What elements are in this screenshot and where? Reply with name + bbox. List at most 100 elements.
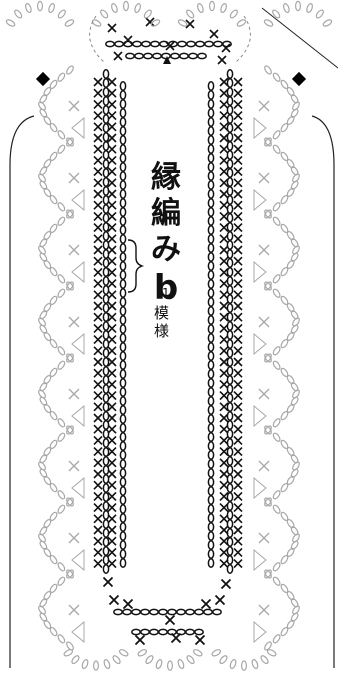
chain-stitch xyxy=(236,19,247,27)
chain-stitch xyxy=(66,65,74,75)
chain-stitch xyxy=(118,649,129,657)
chain-stitch xyxy=(66,137,74,147)
chain-stitch xyxy=(226,348,234,358)
start-marker-icon xyxy=(163,56,171,64)
chain-stitch xyxy=(102,222,110,232)
chain-stitch xyxy=(66,353,74,363)
chain-stitch xyxy=(119,117,127,127)
chain-stitch xyxy=(119,351,127,361)
chain-stitch xyxy=(194,628,204,636)
single-crochet-x xyxy=(93,77,103,87)
chain-stitch xyxy=(220,3,227,14)
chain-stitch xyxy=(207,261,215,271)
chain-stitch xyxy=(66,425,74,435)
chain-stitch xyxy=(57,72,66,82)
single-crochet-x xyxy=(233,256,243,266)
single-crochet-x xyxy=(93,536,103,546)
chain-stitch xyxy=(207,558,215,568)
single-crochet-x xyxy=(219,200,229,210)
chain-stitch xyxy=(251,659,259,670)
single-crochet-x xyxy=(93,503,103,513)
chain-stitch xyxy=(226,195,234,205)
single-crochet-x xyxy=(233,335,243,345)
chain-stitch xyxy=(39,612,48,622)
single-crochet-x xyxy=(107,23,117,33)
chain-stitch xyxy=(272,216,281,226)
single-crochet-x xyxy=(258,172,270,184)
diamond-marker-left-icon xyxy=(35,71,51,87)
chain-stitch xyxy=(119,315,127,325)
single-crochet-x xyxy=(233,368,243,378)
chain-stitch xyxy=(170,52,180,60)
single-crochet-x xyxy=(93,279,103,289)
chain-stitch xyxy=(272,432,281,442)
chain-stitch xyxy=(119,306,127,316)
single-crochet-x xyxy=(233,357,243,367)
chain-stitch xyxy=(102,501,110,511)
single-crochet-x xyxy=(194,634,206,646)
chain-stitch xyxy=(119,558,127,568)
single-crochet-x xyxy=(93,346,103,356)
chain-stitch xyxy=(119,378,127,388)
single-crochet-x xyxy=(123,35,133,45)
chain-stitch xyxy=(207,171,215,181)
chain-stitch xyxy=(226,231,234,241)
chain-stitch xyxy=(102,87,110,97)
chain-stitch xyxy=(49,554,58,565)
single-crochet-x xyxy=(107,335,117,345)
chain-stitch xyxy=(140,608,150,616)
chain-stitch xyxy=(207,270,215,280)
chain-stitch xyxy=(119,234,127,244)
single-crochet-x xyxy=(93,267,103,277)
single-crochet-x xyxy=(233,323,243,333)
chain-stitch xyxy=(226,330,234,340)
single-crochet-x xyxy=(233,379,243,389)
repeat-count: 1 xyxy=(162,286,170,300)
chain-stitch xyxy=(119,297,127,307)
chain-stitch xyxy=(280,554,289,565)
chain-stitch xyxy=(39,540,48,550)
single-crochet-x xyxy=(107,88,117,98)
chain-stitch xyxy=(290,468,299,478)
chain-stitch xyxy=(185,628,195,636)
single-crochet-x xyxy=(233,525,243,535)
chain-stitch xyxy=(14,9,23,19)
chain-stitch xyxy=(226,483,234,493)
chain-stitch xyxy=(207,513,215,523)
single-crochet-x xyxy=(107,211,117,221)
chain-stitch xyxy=(290,180,299,190)
chain-stitch xyxy=(207,180,215,190)
single-crochet-x xyxy=(93,133,103,143)
single-crochet-x xyxy=(93,391,103,401)
single-crochet-x xyxy=(219,178,229,188)
single-crochet-x xyxy=(233,312,243,322)
single-crochet-x xyxy=(93,99,103,109)
chain-stitch xyxy=(134,3,141,14)
chain-stitch xyxy=(203,608,213,616)
chain-stitch xyxy=(57,202,66,212)
single-crochet-x xyxy=(93,256,103,266)
chain-stitch xyxy=(192,649,203,657)
chain-stitch xyxy=(226,123,234,133)
chain-stitch xyxy=(226,465,234,475)
chain-stitch xyxy=(197,3,204,14)
chain-stitch xyxy=(102,249,110,259)
chain-stitch xyxy=(119,270,127,280)
chain-stitch xyxy=(119,279,127,289)
fan-stitch xyxy=(71,620,85,644)
chain-stitch xyxy=(204,40,214,48)
single-crochet-x xyxy=(219,469,229,479)
chain-stitch xyxy=(49,410,58,421)
single-crochet-x xyxy=(93,379,103,389)
single-crochet-x xyxy=(93,469,103,479)
single-crochet-x xyxy=(93,491,103,501)
single-crochet-x xyxy=(93,335,103,345)
chain-stitch xyxy=(48,3,55,14)
single-crochet-x xyxy=(233,301,243,311)
chain-stitch xyxy=(272,72,281,82)
chain-stitch xyxy=(102,438,110,448)
fan-stitch xyxy=(253,332,267,356)
single-crochet-x xyxy=(233,133,243,143)
